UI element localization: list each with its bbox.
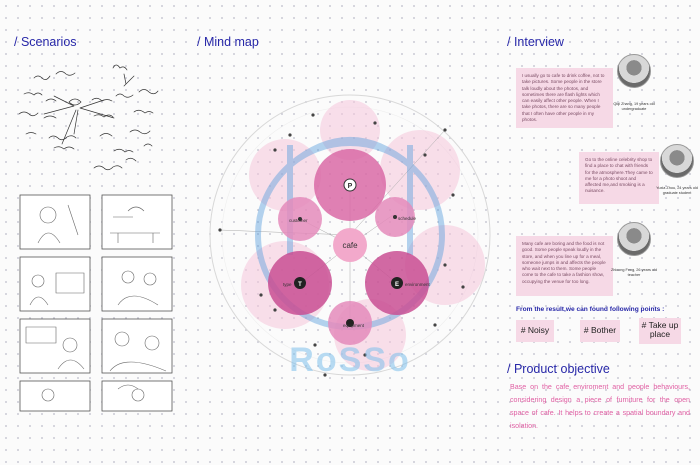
caption-3: Zhicong Feng, 26 years old teacher <box>610 268 657 277</box>
storyboard <box>18 193 174 418</box>
mindmap-panel: / Mind map <box>195 0 505 465</box>
svg-text:customer: customer <box>289 218 308 223</box>
avatar-2 <box>660 144 694 178</box>
outer-ring <box>209 94 491 376</box>
interview-panel: / Interview I usually go to cafe to drin… <box>505 0 700 465</box>
interview-heading: / Interview <box>507 35 564 49</box>
rosso-watermark: RoSSo <box>289 341 410 379</box>
node-p: P <box>314 149 386 221</box>
tag-noisy: # Noisy <box>516 320 554 342</box>
svg-text:cafe: cafe <box>342 241 358 250</box>
scenarios-heading: / Scenarios <box>14 35 77 49</box>
node-equipment: equipment <box>328 301 372 345</box>
node-schedule: schedule <box>375 197 417 237</box>
tag-take-up-place: # Take up place <box>639 318 681 344</box>
scenarios-panel: / Scenarios <box>0 0 195 465</box>
svg-text:E: E <box>395 282 399 288</box>
objective-heading: / Product objective <box>507 362 610 376</box>
interview-quote-1: I usually go to cafe to drink coffee, no… <box>516 68 613 128</box>
avatar-3 <box>617 222 651 256</box>
result-text: From the result,we can found following p… <box>516 306 665 313</box>
node-type: T type <box>268 251 332 315</box>
svg-text:environment: environment <box>405 282 431 287</box>
svg-text:equipment: equipment <box>343 323 365 328</box>
satellite-dots <box>218 113 465 377</box>
node-customer: customer <box>278 197 322 241</box>
caption-1: Qiqi Zhang, 19 years old undergraduate <box>613 102 655 111</box>
svg-text:schedule: schedule <box>398 216 417 221</box>
avatar-1 <box>617 54 651 88</box>
scenario-keyword-sketch <box>18 64 159 171</box>
caption-2: Yuxia Zhou, 24 years old graduate studen… <box>656 186 698 195</box>
node-center-cafe: cafe <box>333 228 367 262</box>
objective-text: Base on the cafe enviroment and people b… <box>510 383 690 430</box>
node-environment: E environment <box>365 251 431 315</box>
mind-map-diagram: P customer schedule cafe T type E enviro… <box>209 94 491 379</box>
tag-bother: # Bother <box>580 320 620 342</box>
storyboard-frames <box>19 194 173 412</box>
svg-text:T: T <box>298 282 302 288</box>
svg-text:P: P <box>348 183 353 190</box>
svg-text:type: type <box>283 282 292 287</box>
interview-quote-2: Go to the online celebrity shop to find … <box>579 152 659 204</box>
mindmap-heading: / Mind map <box>197 35 259 49</box>
interview-quote-3: Many cafe are boring and the food is not… <box>516 236 613 296</box>
